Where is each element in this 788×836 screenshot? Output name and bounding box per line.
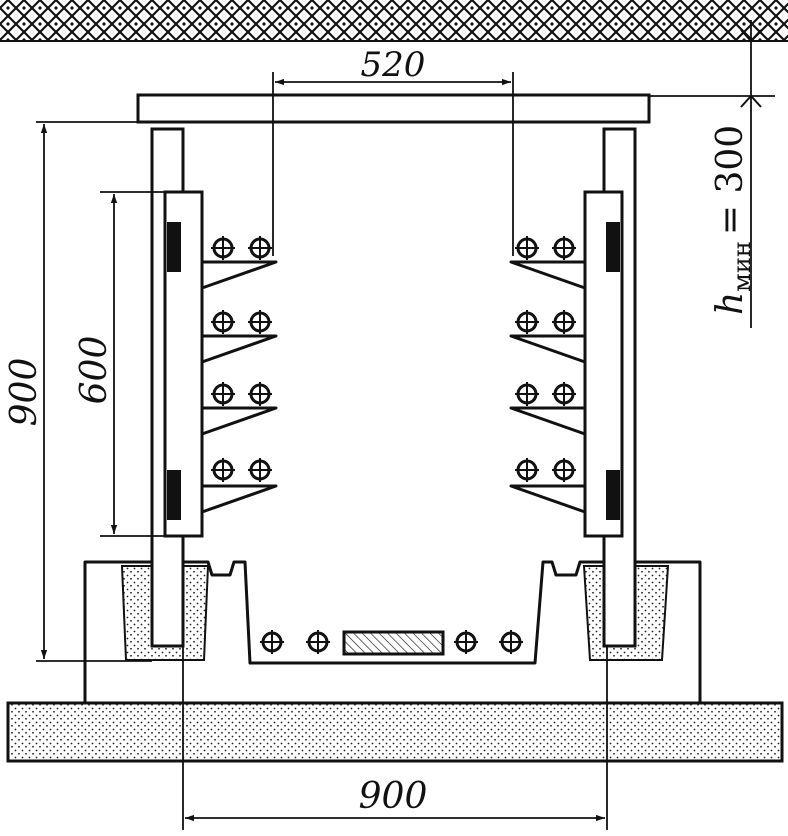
dimension-900-vertical-label: 900 — [4, 358, 45, 427]
left-clamp-bottom — [167, 470, 181, 520]
dimension-520 — [272, 72, 514, 256]
cable — [513, 308, 541, 336]
svg-text:hмин= 300: hмин = 300 — [710, 125, 756, 315]
cable — [209, 234, 237, 262]
dimension-900-vertical — [36, 121, 152, 662]
cover-slab — [136, 93, 651, 124]
left-brackets — [201, 260, 278, 514]
right-clamp-bottom — [606, 470, 620, 520]
dimension-900-horizontal — [182, 646, 608, 830]
min-depth-symbol: h — [710, 292, 751, 315]
ground-surface — [0, 0, 788, 40]
cable — [258, 628, 286, 656]
cable — [304, 628, 332, 656]
dimension-600-label: 600 — [74, 336, 115, 405]
dimension-min-depth-label: hмин = 300 — [710, 125, 756, 315]
cable — [550, 456, 578, 484]
cable — [550, 380, 578, 408]
cable — [246, 308, 274, 336]
cable — [246, 380, 274, 408]
cable — [550, 308, 578, 336]
cable — [209, 456, 237, 484]
base-slab — [6, 701, 784, 763]
dimension-600 — [100, 191, 165, 537]
left-clamp-top — [167, 222, 181, 272]
min-depth-subscript: мин — [728, 241, 756, 292]
cable — [513, 234, 541, 262]
right-clamp-top — [606, 222, 620, 272]
cable — [513, 456, 541, 484]
cable — [209, 308, 237, 336]
channel-trough — [83, 560, 702, 705]
cable — [452, 628, 480, 656]
cable — [497, 628, 525, 656]
dimension-900-horizontal-label: 900 — [359, 776, 428, 817]
cable — [550, 234, 578, 262]
cable — [513, 380, 541, 408]
drainage-block — [342, 630, 445, 656]
cable — [246, 456, 274, 484]
dimension-min-depth — [649, 20, 775, 328]
cable — [246, 234, 274, 262]
min-depth-value: = 300 — [710, 125, 751, 235]
dimension-520-label: 520 — [361, 45, 426, 85]
cable — [209, 380, 237, 408]
right-brackets — [509, 260, 586, 514]
